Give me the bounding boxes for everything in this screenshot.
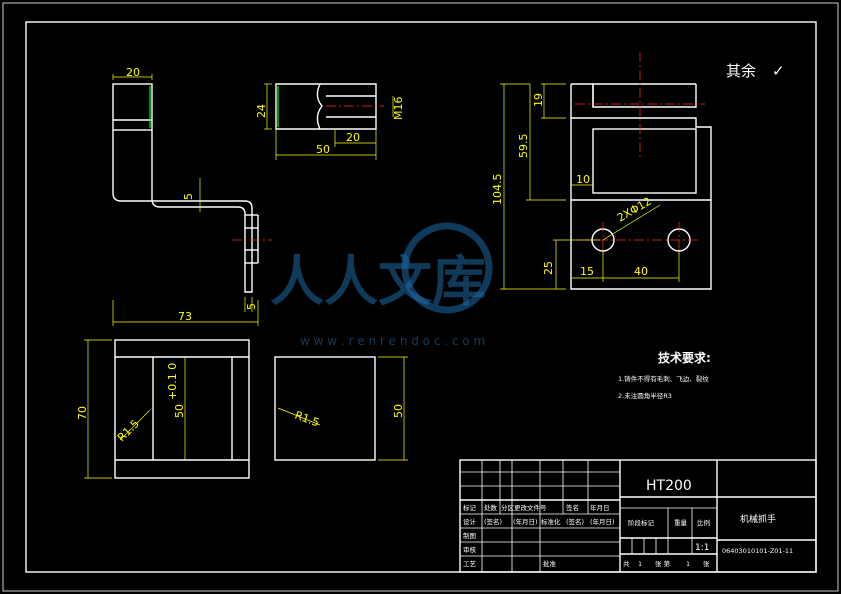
watermark-url: w w w . r e n r e n d o c . c o m: [300, 334, 485, 348]
tb-hdr-0: 标记: [463, 503, 477, 512]
watermark: 人人文库 w w w . r e n r e n d o c . c o m: [270, 222, 493, 348]
dim-bottom-inner-height: 50: [173, 404, 186, 418]
tb-stage-mark: 阶段标记: [628, 518, 655, 527]
tb-design-0: 设计: [463, 517, 477, 526]
tb-design-1: (签名): [484, 517, 502, 526]
tb-sheet-label: 张 第: [655, 559, 671, 568]
surface-finish-mark: 其余 ✓: [726, 62, 785, 80]
watermark-text: 人人文库: [270, 250, 486, 313]
thread-block-outline: [275, 83, 377, 130]
view-side-profile: 20 73 5 5: [112, 66, 272, 326]
view-top-thread: 24 M16 20 50: [255, 83, 405, 160]
view-bottom-middle: 50 R1.5: [274, 356, 408, 461]
view-front-right: 19 59.5 104.5 10 2XΦ12 25 15 40: [491, 52, 712, 290]
tb-left-row-2: 工艺: [463, 560, 477, 568]
tb-hdr-5: 年月日: [590, 503, 610, 512]
dim-right-step: 10: [576, 173, 590, 186]
tb-design-2: (年月日): [513, 517, 538, 526]
tb-scale: 1:1: [695, 543, 709, 553]
tb-drawing-no: 06403010101-Z01-11: [722, 547, 793, 555]
tb-hdr-4: 签名: [566, 503, 579, 512]
tb-hdr-2: 分区: [501, 503, 515, 512]
dim-bottom-radius-2: R1.5: [293, 409, 321, 430]
surface-finish-symbol: ✓: [772, 62, 785, 80]
dim-right-top: 19: [532, 93, 545, 107]
tb-ratio: 比例: [697, 518, 710, 527]
tb-weight: 重量: [674, 519, 688, 527]
tb-sheet-end: 张: [703, 559, 710, 568]
tb-sheet-total-label: 共: [623, 559, 630, 568]
tech-requirements: 技术要求: 1.铸件不得有毛刺、飞边、裂纹 2.未注圆角半径R3: [618, 350, 711, 400]
dim-hole-offset-y: 25: [542, 261, 555, 275]
tb-design-4: (签名): [566, 517, 584, 526]
top-block: [112, 83, 153, 131]
front-upper-outline: [571, 83, 697, 108]
dim-bottom-right-height: 50: [392, 404, 405, 418]
view-bottom-left: 70 50 +0.1 0 R1.5: [76, 339, 250, 479]
dim-slot-len: 20: [346, 131, 360, 144]
dim-holes: 2XΦ12: [615, 195, 654, 225]
tb-sheet-total: 1: [638, 560, 642, 568]
dim-wall: 5: [182, 193, 195, 200]
tb-material: HT200: [646, 478, 692, 494]
tb-approve: 批准: [543, 559, 557, 568]
tech-item-1: 1.铸件不得有毛刺、飞边、裂纹: [618, 374, 709, 383]
tb-design-5: (年月日): [590, 517, 615, 526]
dim-top-width: 20: [126, 66, 140, 79]
inner-border: [25, 21, 817, 573]
tb-hdr-1: 处数: [484, 503, 498, 512]
profile-outline: [112, 130, 253, 293]
dim-wall-small: 5: [245, 303, 258, 310]
tb-left-row-0: 制图: [463, 531, 476, 540]
tech-title: 技术要求:: [658, 350, 711, 365]
surface-finish-label: 其余: [726, 62, 756, 80]
bottom-middle-outline: [274, 356, 376, 461]
dim-bore: M16: [392, 97, 405, 121]
tb-sheet-no: 1: [686, 560, 690, 568]
watermark-logo-circle: [401, 222, 493, 314]
tb-part-name: 机械抓手: [740, 513, 776, 525]
tb-left-row-1: 审核: [463, 545, 477, 554]
dim-overall-len: 73: [178, 310, 192, 323]
tech-item-2: 2.未注圆角半径R3: [618, 391, 672, 400]
tb-hdr-3: 更改文件号: [514, 503, 547, 512]
dim-side-height: 24: [255, 104, 268, 118]
dim-right-mid: 59.5: [517, 134, 530, 159]
dim-bottom-height: 70: [76, 406, 89, 420]
dim-part-len: 50: [316, 143, 330, 156]
dim-hole-pitch: 40: [634, 265, 648, 278]
dim-hole-offset-x: 15: [580, 265, 594, 278]
dim-right-overall: 104.5: [491, 174, 504, 206]
dim-bottom-tol: +0.1 0: [166, 363, 179, 400]
front-main-outline: [570, 117, 712, 290]
dim-bottom-radius-1: R1.5: [115, 417, 142, 444]
tb-design-3: 标准化: [541, 517, 561, 526]
title-block: HT200 机械抓手 06403010101-Z01-11 1:1 阶段标记 重…: [459, 459, 817, 573]
front-window: [592, 128, 697, 194]
bottom-left-outline: [114, 339, 250, 479]
